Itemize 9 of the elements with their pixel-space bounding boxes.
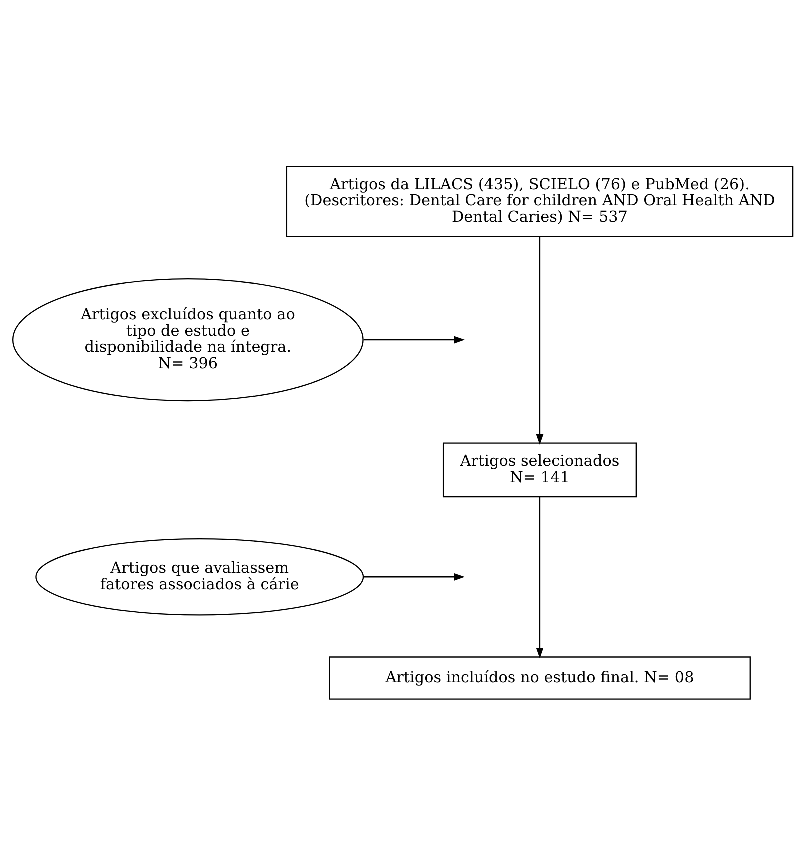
arrow <box>364 572 465 580</box>
node-box: Artigos selecionados N= 141 <box>442 442 637 498</box>
node-box: Artigos da LILACS (435), SCIELO (76) e PubMed (26). (Descritores: Dental Care for children AND Oral Health AND Dental Caries) N= 537 <box>286 166 794 237</box>
arrow <box>536 236 544 445</box>
arrow <box>536 496 544 658</box>
arrow <box>364 336 465 344</box>
node-ellipse: Artigos que avaliassem fatores associados à cárie <box>36 538 364 616</box>
node-box: Artigos incluídos no estudo final. N= 08 <box>329 656 751 700</box>
node-ellipse: Artigos excluídos quanto ao tipo de estudo e disponibilidade na íntegra. N= 396 <box>12 278 364 402</box>
